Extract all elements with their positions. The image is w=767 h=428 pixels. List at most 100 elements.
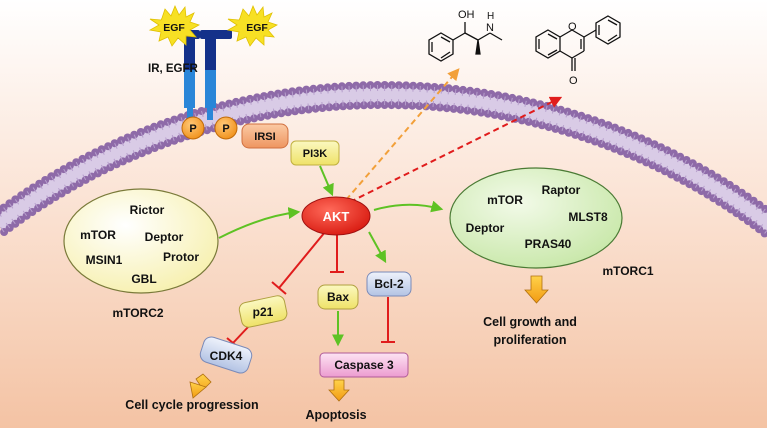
lipid-tail xyxy=(764,229,767,234)
lipid-tail xyxy=(545,105,548,112)
lipid-tail xyxy=(720,180,725,187)
lipid-tail xyxy=(107,161,111,168)
ephedrine-n-label: N xyxy=(486,22,494,34)
lipid-tail xyxy=(127,137,131,144)
lipid-tail xyxy=(291,91,294,98)
inhibition-lines xyxy=(226,201,395,349)
lipid-tail xyxy=(594,135,598,142)
arrow-pi3k-akt xyxy=(319,165,334,197)
flavone-carbonyl-o-label: O xyxy=(569,75,578,87)
lipid-tail xyxy=(321,101,323,109)
egf-left-label: EGF xyxy=(163,22,185,34)
lipid-tail xyxy=(38,183,43,190)
membrane-core xyxy=(0,83,767,235)
lipid-tail xyxy=(447,88,450,95)
mtorc2-deptor: Deptor xyxy=(145,230,184,244)
lipid-tail xyxy=(20,195,25,201)
lipid-tail xyxy=(298,90,301,97)
cell-membrane xyxy=(0,81,767,238)
lipid-tail xyxy=(761,208,766,215)
lipid-tail xyxy=(507,111,510,118)
lipid-tail xyxy=(633,151,637,157)
arrow-mtorc2-akt xyxy=(218,207,301,239)
lipid-tail xyxy=(180,117,184,124)
mtorc2-complex: Rictor mTOR Deptor MSIN1 Protor GBL xyxy=(63,188,219,294)
lipid-tail xyxy=(726,184,731,191)
lipid-tail xyxy=(620,145,624,152)
lipid-tail xyxy=(305,89,308,96)
lipid-tail xyxy=(494,108,497,115)
lipid-tail xyxy=(132,150,136,157)
mtorc1-deptor: Deptor xyxy=(466,221,505,235)
lipid-tail xyxy=(607,140,611,147)
lipid-tail xyxy=(171,134,175,141)
lipid-tail xyxy=(5,222,11,229)
mtorc1-mlst8: MLST8 xyxy=(568,210,608,224)
lipid-tail xyxy=(461,89,464,96)
lipid-tail xyxy=(293,105,296,112)
lipid-tail xyxy=(613,143,618,149)
lipid-tail xyxy=(63,168,68,175)
bax-node: Bax xyxy=(317,284,359,310)
lipid-tail xyxy=(334,86,336,93)
lipid-tail xyxy=(718,196,723,203)
lipid-tail xyxy=(107,145,112,152)
lipid-tail xyxy=(700,185,705,192)
lipid-tail xyxy=(82,174,87,181)
mtorc1-mtor: mTOR xyxy=(487,193,523,207)
lipid-tail xyxy=(670,168,675,175)
cdk4-node: CDK4 xyxy=(199,336,253,374)
lipid-tail xyxy=(501,110,504,117)
lipid-tail xyxy=(517,99,520,106)
block-arrow-growth xyxy=(524,275,549,304)
arrow-akt-bcl2 xyxy=(368,231,387,264)
lipid-tail xyxy=(0,226,5,233)
lipid-tail xyxy=(75,161,80,168)
block-arrow-apoptosis xyxy=(328,379,350,402)
egf-right-label: EGF xyxy=(246,22,268,34)
lipid-tail xyxy=(579,115,582,122)
outcome-growth-line1: Cell growth and xyxy=(483,315,577,329)
lipid-tail xyxy=(626,148,630,155)
lipid-tail xyxy=(133,134,137,141)
lipid-tail xyxy=(328,101,330,108)
lipid-tail xyxy=(22,210,28,217)
lipid-tail xyxy=(432,100,434,107)
lipid-tail xyxy=(551,107,555,114)
ephedrine-h-label: H xyxy=(487,11,494,22)
lipid-tail xyxy=(94,152,99,159)
lipid-tail xyxy=(44,179,49,186)
lipid-tail xyxy=(242,100,245,107)
lipid-tail xyxy=(475,91,478,98)
mtorc2-mtor: mTOR xyxy=(80,228,116,242)
lipid-tail xyxy=(147,129,151,136)
mtorc2-msin1: MSIN1 xyxy=(86,253,123,267)
lipid-tail xyxy=(140,131,144,138)
lipid-tail xyxy=(28,206,33,213)
svg-text:P: P xyxy=(189,123,196,135)
svg-text:Bcl-2: Bcl-2 xyxy=(374,277,404,291)
lipid-tail xyxy=(632,135,636,142)
lipid-tail xyxy=(503,96,506,103)
lipid-tail xyxy=(307,103,310,110)
lipid-tail xyxy=(270,94,273,101)
lipid-tail xyxy=(581,131,585,138)
lipid-tail xyxy=(88,155,93,162)
mtorc1-complex: mTOR Raptor MLST8 Deptor PRAS40 xyxy=(449,167,623,269)
lipid-tail xyxy=(645,141,649,147)
lipid-tail xyxy=(730,204,735,210)
lipid-tail xyxy=(34,202,39,209)
lipid-tail xyxy=(52,191,57,198)
lipid-tail xyxy=(14,199,20,205)
lipid-head-outer xyxy=(11,195,20,204)
lipid-tail xyxy=(32,187,37,193)
lipid-tail xyxy=(249,98,252,105)
lipid-tail xyxy=(755,204,760,210)
lipid-tail xyxy=(510,97,513,104)
lipid-head-inner xyxy=(544,123,553,132)
ephedrine-structure: OH N H xyxy=(428,9,503,62)
lipid-tail xyxy=(64,184,68,191)
mtorc1-label: mTORC1 xyxy=(602,264,653,278)
lipid-tail xyxy=(228,103,231,110)
